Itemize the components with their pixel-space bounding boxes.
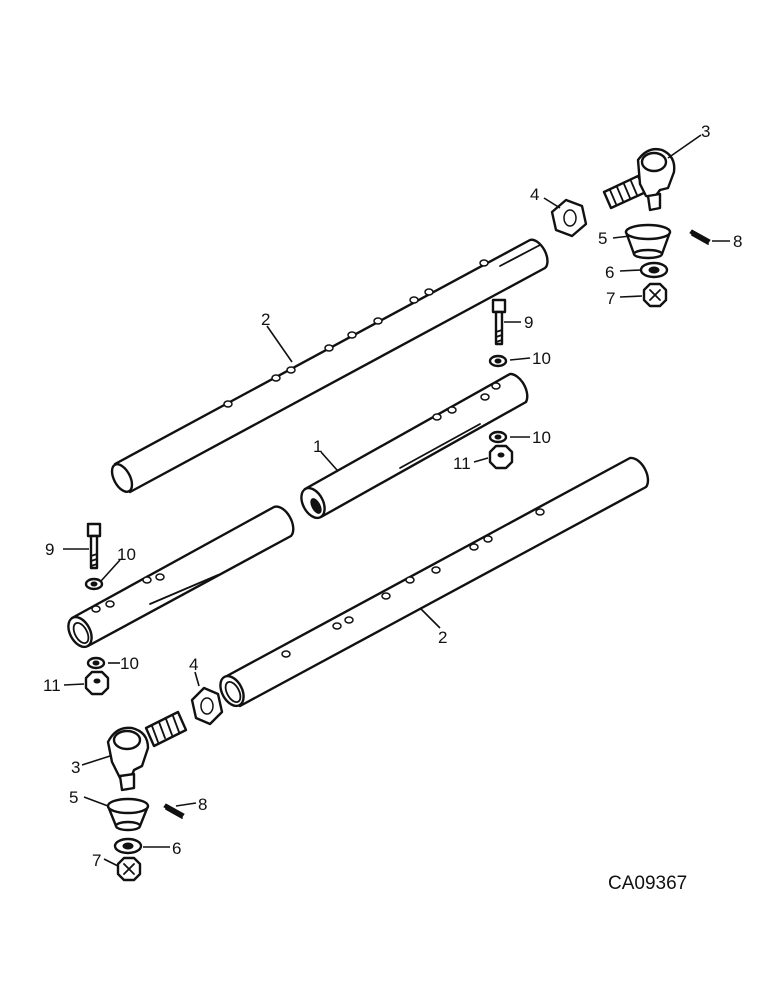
washer-lower <box>113 837 143 855</box>
castle-nut-lower <box>116 856 142 882</box>
callout-11-right: 11 <box>453 454 471 473</box>
bolt-left <box>86 522 102 570</box>
callout-1: 1 <box>313 437 322 456</box>
hex-nuts <box>84 444 514 696</box>
tie-rod-end-lower <box>106 710 188 792</box>
callout-5-lower: 5 <box>69 788 78 807</box>
jam-nut-lower <box>190 686 224 726</box>
callout-3-upper: 3 <box>701 122 710 141</box>
tie-rod-end-upper <box>602 147 676 212</box>
callout-6-lower: 6 <box>172 839 181 858</box>
callout-2-upper: 2 <box>261 310 270 329</box>
callout-7-upper: 7 <box>606 289 615 308</box>
left-tube <box>67 505 295 649</box>
cotter-pin-lower <box>163 803 185 819</box>
castle-nut-upper <box>642 282 668 308</box>
jam-nut-upper <box>550 198 588 238</box>
callout-labels: 1 2 2 3 3 4 4 5 5 6 6 7 7 8 8 9 9 10 10 … <box>43 122 742 870</box>
dust-seal-lower <box>106 797 150 832</box>
left-tube-holes <box>91 573 165 613</box>
bolt-right <box>491 298 507 346</box>
callout-11-left: 11 <box>43 676 61 695</box>
callout-5-upper: 5 <box>598 229 607 248</box>
callout-4-upper: 4 <box>530 185 539 204</box>
callout-6-upper: 6 <box>605 263 614 282</box>
callout-10-right-bottom: 10 <box>532 428 551 447</box>
callout-9-left: 9 <box>45 540 54 559</box>
dust-seal-upper <box>624 223 672 260</box>
leader-lines <box>63 134 730 867</box>
callout-8-upper: 8 <box>733 232 742 251</box>
middle-tube-holes <box>432 382 501 421</box>
callout-10-right-top: 10 <box>532 349 551 368</box>
washer-upper <box>639 261 669 279</box>
drawing-code: CA09367 <box>608 873 687 894</box>
callout-4-lower: 4 <box>189 655 198 674</box>
upper-tube <box>110 238 549 494</box>
middle-tube <box>300 372 529 520</box>
callout-10-left-top: 10 <box>117 545 136 564</box>
lock-washers <box>84 354 508 670</box>
lower-tube-holes <box>281 508 545 658</box>
callout-7-lower: 7 <box>92 851 101 870</box>
callout-3-lower: 3 <box>71 758 80 777</box>
lower-tube <box>219 456 650 708</box>
callout-8-lower: 8 <box>198 795 207 814</box>
callout-10-left-bottom: 10 <box>120 654 139 673</box>
callout-2-lower: 2 <box>438 628 447 647</box>
cotter-pin-upper <box>689 229 711 245</box>
upper-tube-holes <box>223 259 489 408</box>
callout-9-right: 9 <box>524 313 533 332</box>
